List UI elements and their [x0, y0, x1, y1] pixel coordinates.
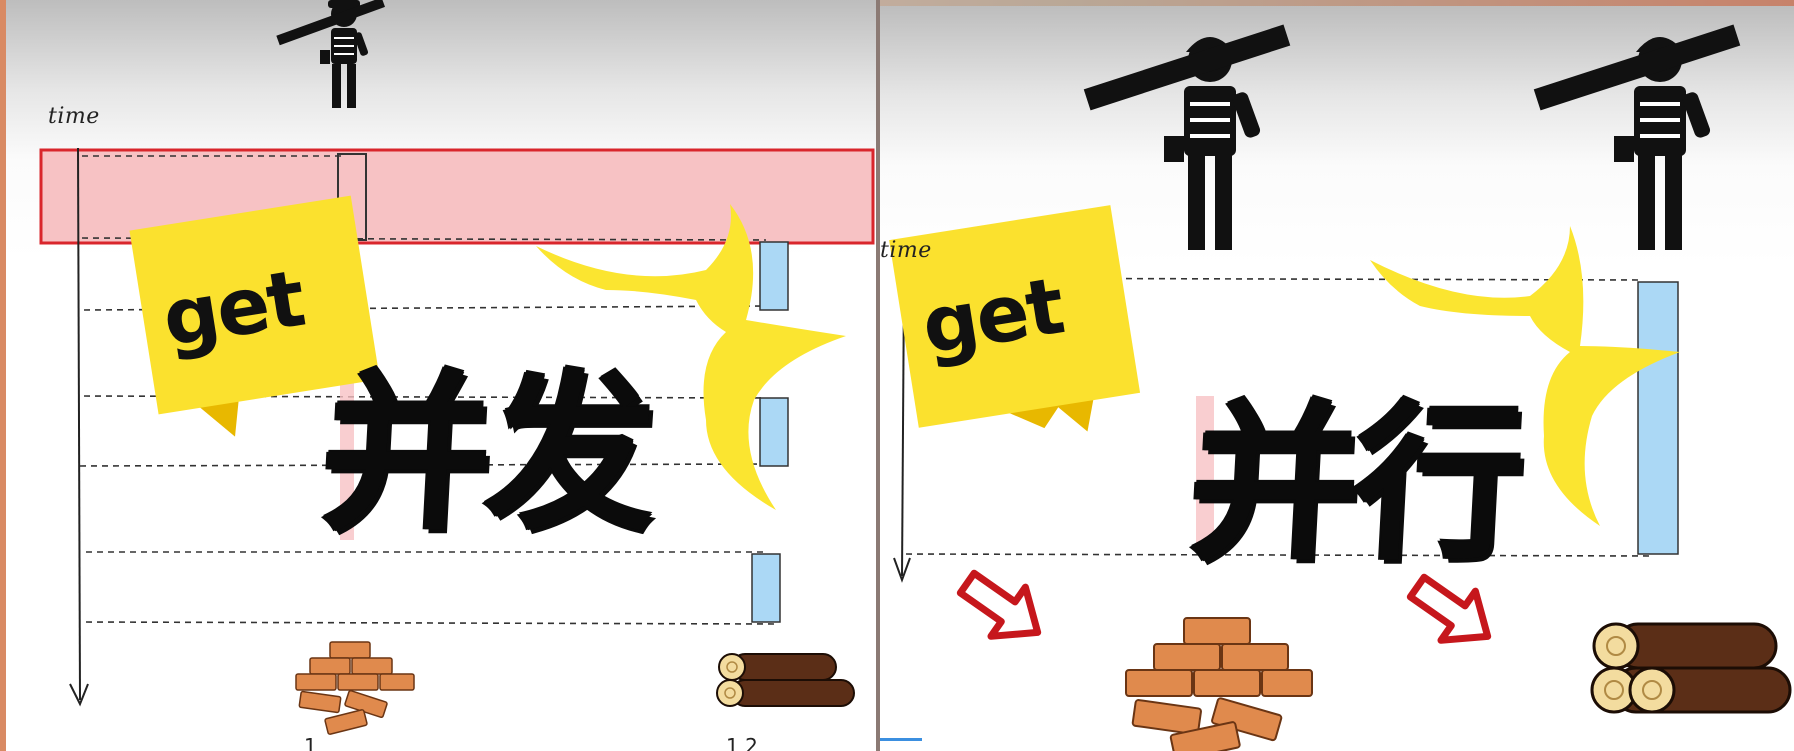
worker-carrying-plank-icon [276, 0, 385, 108]
parallelism-panel: get time 并行 [880, 6, 1794, 751]
bottom-left-caption: 1 [304, 734, 317, 751]
red-outline-arrow-icon [1406, 573, 1492, 644]
concurrency-timeline-diagram: get [39, 0, 875, 735]
bottom-right-caption: 1 2 [726, 734, 758, 751]
task-block [759, 397, 789, 467]
yellow-burst-decoration [1370, 226, 1680, 526]
wooden-logs-icon [1590, 622, 1792, 714]
time-axis [69, 147, 89, 707]
concurrency-panel: get time 并发 1 1 2 [6, 0, 876, 751]
get-sticker-text: get [916, 261, 1069, 372]
yellow-burst-decoration [536, 204, 846, 510]
parallelism-timeline-diagram: get [880, 24, 1792, 751]
wooden-logs-icon [716, 653, 855, 707]
task-block [751, 553, 781, 623]
brick-pile-icon [1125, 617, 1313, 751]
get-sticker-badge: get [889, 205, 1141, 432]
brick-pile-icon [295, 641, 415, 735]
task-blocks [751, 241, 789, 623]
red-outline-arrow-icon [956, 569, 1042, 640]
task-block [1637, 281, 1679, 555]
worker-carrying-plank-icon [1533, 24, 1741, 250]
headline-parallelism: 并行 [1184, 386, 1524, 584]
time-axis-label: time [48, 104, 100, 129]
time-axis-label: time [880, 238, 932, 263]
task-block [759, 241, 789, 311]
worker-carrying-plank-icon [1083, 24, 1291, 250]
headline-concurrency: 并发 [316, 356, 656, 554]
get-sticker-badge: get [129, 195, 380, 437]
progress-indicator [880, 738, 922, 741]
get-sticker-text: get [157, 254, 310, 365]
panel-divider [876, 0, 880, 751]
